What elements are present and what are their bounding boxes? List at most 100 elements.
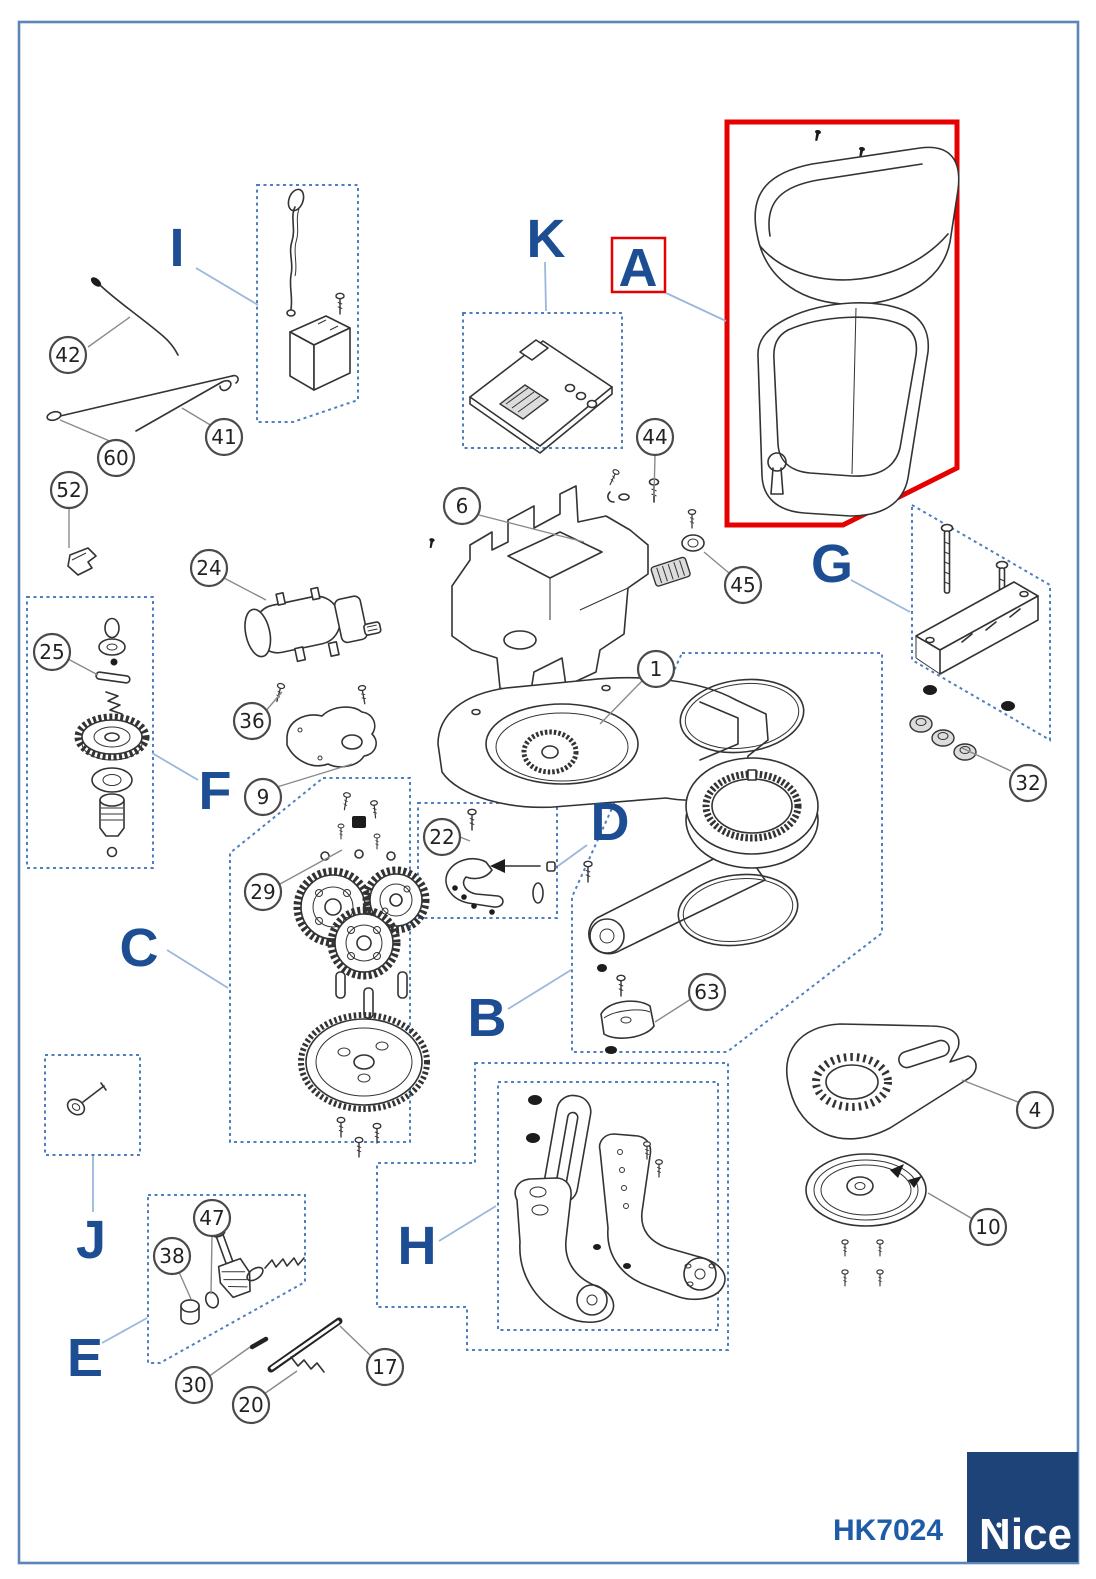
- part-screws-36: [272, 682, 369, 706]
- svg-text:25: 25: [39, 640, 64, 664]
- svg-text:42: 42: [55, 343, 80, 367]
- part-cam-disc-4: [785, 1023, 977, 1140]
- svg-text:45: 45: [730, 573, 755, 597]
- nice-logo-mark: [996, 1522, 1002, 1528]
- svg-text:17: 17: [372, 1355, 397, 1379]
- part-45-group: [650, 508, 705, 587]
- part-pulley-10: [805, 1153, 927, 1287]
- svg-text:24: 24: [196, 556, 221, 580]
- section-box-j: [44, 1054, 141, 1156]
- section-box-e: [147, 1194, 306, 1364]
- svg-text:63: 63: [694, 980, 719, 1004]
- callout-24: 24: [189, 548, 229, 588]
- section-f-parts: [74, 617, 150, 858]
- svg-text:9: 9: [257, 785, 270, 809]
- svg-text:1: 1: [650, 657, 663, 681]
- svg-text:22: 22: [429, 825, 454, 849]
- nice-logo-text: Nice: [979, 1510, 1072, 1559]
- section-box-d: [417, 802, 558, 919]
- svg-text:60: 60: [103, 446, 128, 470]
- section-h-parts: [514, 1094, 726, 1324]
- callout-25: 25: [32, 632, 72, 672]
- callout-45: 45: [723, 565, 763, 605]
- part-screw-44: [606, 468, 660, 503]
- svg-text:4: 4: [1029, 1098, 1042, 1122]
- callout-20: 20: [231, 1385, 271, 1425]
- section-j-parts: [66, 1082, 107, 1116]
- section-box-c: [229, 777, 411, 1143]
- callout-4: 4: [1015, 1090, 1055, 1130]
- page-border: [17, 20, 1080, 1565]
- section-label-b: B: [468, 988, 507, 1048]
- part-housing-6: [427, 485, 649, 698]
- svg-text:6: 6: [456, 494, 469, 518]
- svg-text:47: 47: [199, 1206, 224, 1230]
- callout-41: 41: [204, 417, 244, 457]
- part-release-rod-60: [46, 374, 239, 422]
- diagram-code: HK7024: [833, 1514, 943, 1547]
- callout-32: 32: [1008, 763, 1048, 803]
- callout-63: 63: [687, 972, 727, 1012]
- section-d-parts: [445, 808, 556, 915]
- svg-text:44: 44: [642, 425, 667, 449]
- callout-52: 52: [49, 470, 89, 510]
- part-rod-17: [267, 1317, 343, 1373]
- part-base-1: [437, 676, 769, 809]
- section-g-parts: [915, 523, 1039, 711]
- section-k-parts: [469, 339, 613, 454]
- part-caps-32: [909, 715, 977, 761]
- section-label-c: C: [120, 918, 159, 978]
- section-label-i: I: [169, 218, 184, 278]
- callout-22: 22: [422, 817, 462, 857]
- callout-leader-lines: [59, 316, 1019, 1395]
- part-gasket-9: [286, 706, 377, 768]
- section-label-d: D: [591, 792, 630, 852]
- callout-30: 30: [174, 1365, 214, 1405]
- section-c-parts: [293, 791, 430, 1158]
- callout-38: 38: [152, 1236, 192, 1276]
- callout-1: 1: [636, 649, 676, 689]
- svg-text:10: 10: [975, 1215, 1000, 1239]
- section-label-f: F: [199, 761, 232, 821]
- callout-17: 17: [365, 1347, 405, 1387]
- section-leader-lines: [92, 261, 911, 1344]
- part-pin-30: [249, 1336, 269, 1350]
- callout-44: 44: [635, 417, 675, 457]
- part-release-rod-41: [135, 379, 232, 432]
- svg-text:30: 30: [181, 1373, 206, 1397]
- callout-60: 60: [96, 438, 136, 478]
- section-label-h: H: [398, 1216, 437, 1276]
- callout-42: 42: [48, 335, 88, 375]
- callout-10: 10: [968, 1207, 1008, 1247]
- section-label-j: J: [76, 1210, 106, 1270]
- section-label-a: A: [619, 238, 658, 298]
- section-b-parts: [583, 678, 819, 972]
- section-i-parts: [286, 188, 351, 391]
- section-label-k: K: [527, 209, 566, 269]
- callout-29: 29: [243, 872, 283, 912]
- section-a-parts: [754, 129, 960, 517]
- svg-text:41: 41: [211, 425, 236, 449]
- part-motor-24: [244, 586, 382, 663]
- part-release-cable-42: [90, 277, 179, 356]
- callout-6: 6: [442, 486, 482, 526]
- part-clip-52: [67, 547, 97, 576]
- section-box-f: [26, 596, 154, 869]
- part-stop-63: [600, 974, 655, 1054]
- svg-text:20: 20: [238, 1393, 263, 1417]
- part-spring-20: [290, 1356, 325, 1373]
- nice-logo: Nice: [967, 1452, 1078, 1562]
- section-e-parts: [180, 1229, 305, 1325]
- svg-text:38: 38: [159, 1244, 184, 1268]
- label-frame-a: [610, 236, 667, 294]
- svg-text:32: 32: [1015, 771, 1040, 795]
- section-box-g: [911, 503, 1051, 742]
- callout-9: 9: [243, 777, 283, 817]
- section-label-g: G: [811, 534, 853, 594]
- svg-text:29: 29: [250, 880, 275, 904]
- svg-text:52: 52: [56, 478, 81, 502]
- section-label-e: E: [67, 1328, 103, 1388]
- callout-36: 36: [232, 701, 272, 741]
